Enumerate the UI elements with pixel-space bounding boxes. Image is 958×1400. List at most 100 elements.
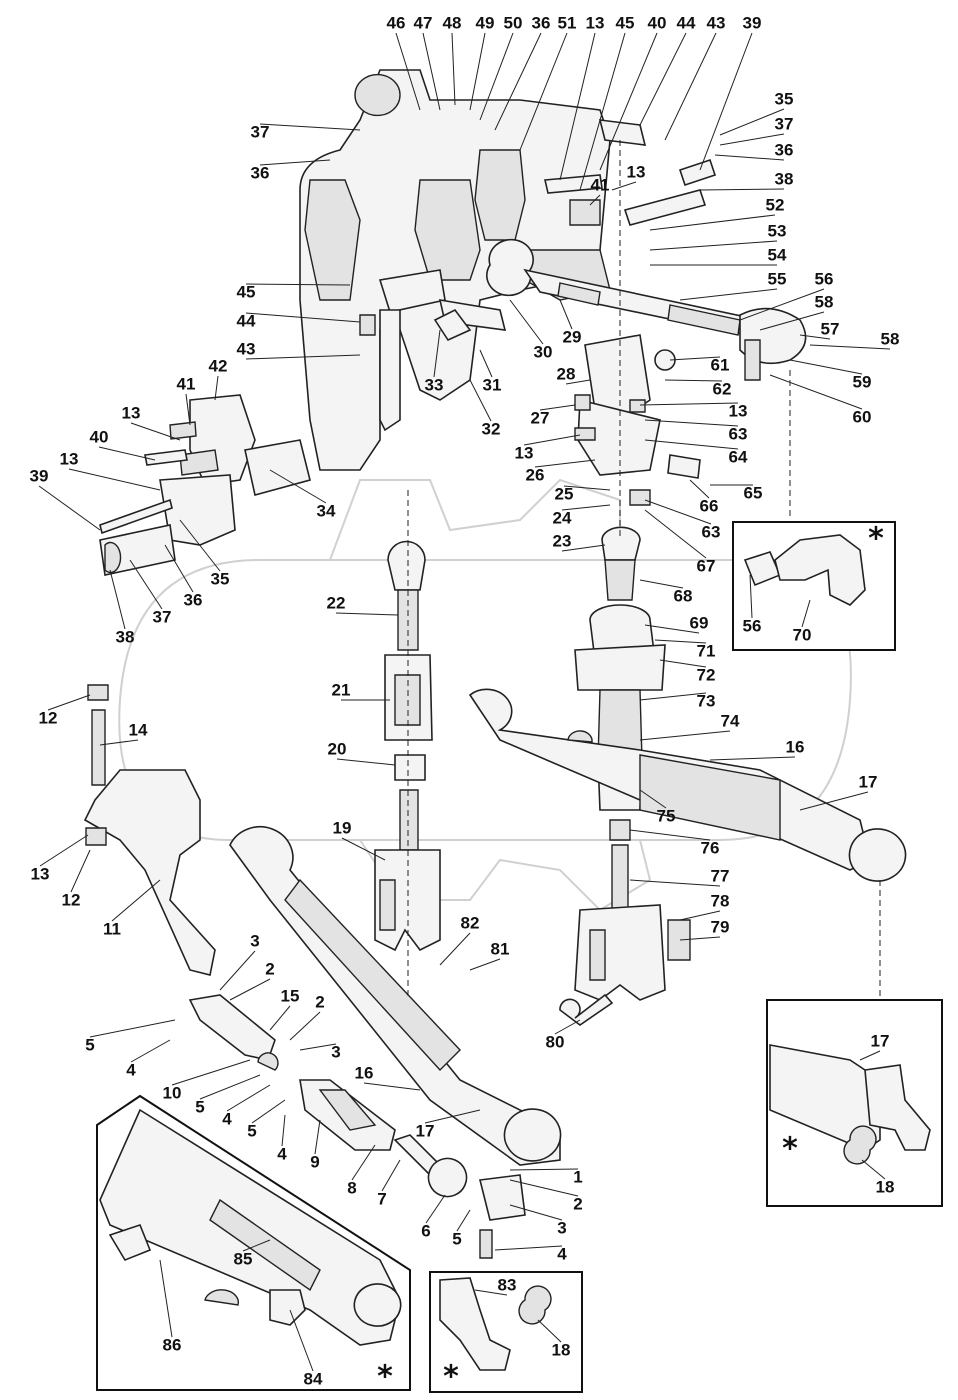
leader-line xyxy=(89,1019,176,1038)
part-callout: 39 xyxy=(743,13,762,32)
part-callout: 23 xyxy=(553,531,572,550)
stabilizer-bracket xyxy=(83,684,216,976)
left-lower-arm xyxy=(229,826,562,1166)
inset-box-hook-70 xyxy=(732,521,896,651)
part-callout: 5 xyxy=(247,1121,256,1140)
leader-line xyxy=(219,950,256,991)
part-callout: 76 xyxy=(701,838,720,857)
leader-line xyxy=(38,485,101,531)
part-callout: 27 xyxy=(531,408,550,427)
part-callout: 1 xyxy=(573,1167,582,1186)
leader-line xyxy=(281,1114,286,1147)
leader-line xyxy=(242,1239,271,1252)
part-callout: 37 xyxy=(775,114,794,133)
part-callout: 67 xyxy=(697,556,716,575)
leader-line xyxy=(565,379,591,385)
part-callout: 28 xyxy=(557,364,576,383)
part-callout: 40 xyxy=(648,13,667,32)
part-callout: 13 xyxy=(31,864,50,883)
leader-line xyxy=(799,791,869,811)
part-callout: 37 xyxy=(251,122,270,141)
leader-line xyxy=(679,910,721,921)
part-callout: 8 xyxy=(347,1178,356,1197)
part-callout: 55 xyxy=(768,269,787,288)
part-callout: 73 xyxy=(697,691,716,710)
leader-line xyxy=(654,639,707,644)
leader-line xyxy=(251,1099,286,1124)
part-callout: 42 xyxy=(209,356,228,375)
leader-line xyxy=(709,756,796,761)
leader-line xyxy=(809,344,891,350)
leader-line xyxy=(299,1043,337,1051)
leader-line xyxy=(739,288,825,321)
leader-line xyxy=(245,283,351,286)
part-callout: 16 xyxy=(355,1063,374,1082)
part-callout: 13 xyxy=(515,443,534,462)
leader-line xyxy=(341,837,386,861)
part-callout: 68 xyxy=(674,586,693,605)
part-callout: 72 xyxy=(697,665,716,684)
leader-line xyxy=(509,299,544,345)
part-callout: 48 xyxy=(443,13,462,32)
part-callout: 36 xyxy=(251,163,270,182)
leader-line xyxy=(185,393,191,426)
part-callout: 17 xyxy=(871,1031,890,1050)
part-callout: 35 xyxy=(211,569,230,588)
leader-line xyxy=(479,32,514,121)
part-callout: 39 xyxy=(30,466,49,485)
part-callout: 2 xyxy=(315,992,324,1011)
leader-line xyxy=(561,504,611,511)
leader-lines xyxy=(38,32,891,1372)
leader-line xyxy=(639,692,707,701)
part-callout: 36 xyxy=(532,13,551,32)
part-callout: 86 xyxy=(163,1335,182,1354)
part-callout: 37 xyxy=(153,607,172,626)
part-callout: 58 xyxy=(881,329,900,348)
part-callout: 12 xyxy=(39,708,58,727)
leader-line xyxy=(259,159,331,166)
leader-line xyxy=(519,32,568,151)
check-chain-assembly xyxy=(188,994,526,1259)
leader-line xyxy=(171,1059,251,1086)
part-callout: 36 xyxy=(184,590,203,609)
part-callout: 43 xyxy=(707,13,726,32)
part-callout: 59 xyxy=(853,372,872,391)
part-callout: 56 xyxy=(815,269,834,288)
leader-line xyxy=(109,569,126,630)
leader-line xyxy=(164,544,194,593)
part-callout: 44 xyxy=(677,13,696,32)
inset-box-hook-17-18 xyxy=(766,999,943,1207)
part-callout: 71 xyxy=(697,641,716,660)
part-callout: 81 xyxy=(491,939,510,958)
part-callout: 10 xyxy=(163,1083,182,1102)
leader-line xyxy=(639,730,731,741)
option-marker: * xyxy=(377,1360,393,1395)
leader-line xyxy=(509,1204,563,1221)
part-callout: 25 xyxy=(555,484,574,503)
part-callout: 13 xyxy=(60,449,79,468)
top-link xyxy=(374,540,441,952)
part-callout: 58 xyxy=(815,292,834,311)
leader-line xyxy=(699,32,753,171)
leader-line xyxy=(509,1179,579,1197)
part-callout: 63 xyxy=(702,522,721,541)
leader-line xyxy=(424,1109,481,1124)
part-callout: 17 xyxy=(859,772,878,791)
part-callout: 12 xyxy=(62,890,81,909)
part-callout: 5 xyxy=(452,1229,461,1248)
part-callout: 26 xyxy=(526,465,545,484)
leader-line xyxy=(494,32,542,131)
part-callout: 41 xyxy=(177,374,196,393)
part-callout: 13 xyxy=(627,162,646,181)
part-callout: 4 xyxy=(277,1144,287,1163)
part-callout: 13 xyxy=(586,13,605,32)
leader-line xyxy=(439,932,471,966)
leader-line xyxy=(474,1289,508,1296)
leader-line xyxy=(559,32,596,181)
part-callout: 43 xyxy=(237,339,256,358)
part-callout: 9 xyxy=(310,1152,319,1171)
part-callout: 2 xyxy=(573,1194,582,1213)
leader-line xyxy=(534,459,596,468)
leader-line xyxy=(199,1074,261,1100)
